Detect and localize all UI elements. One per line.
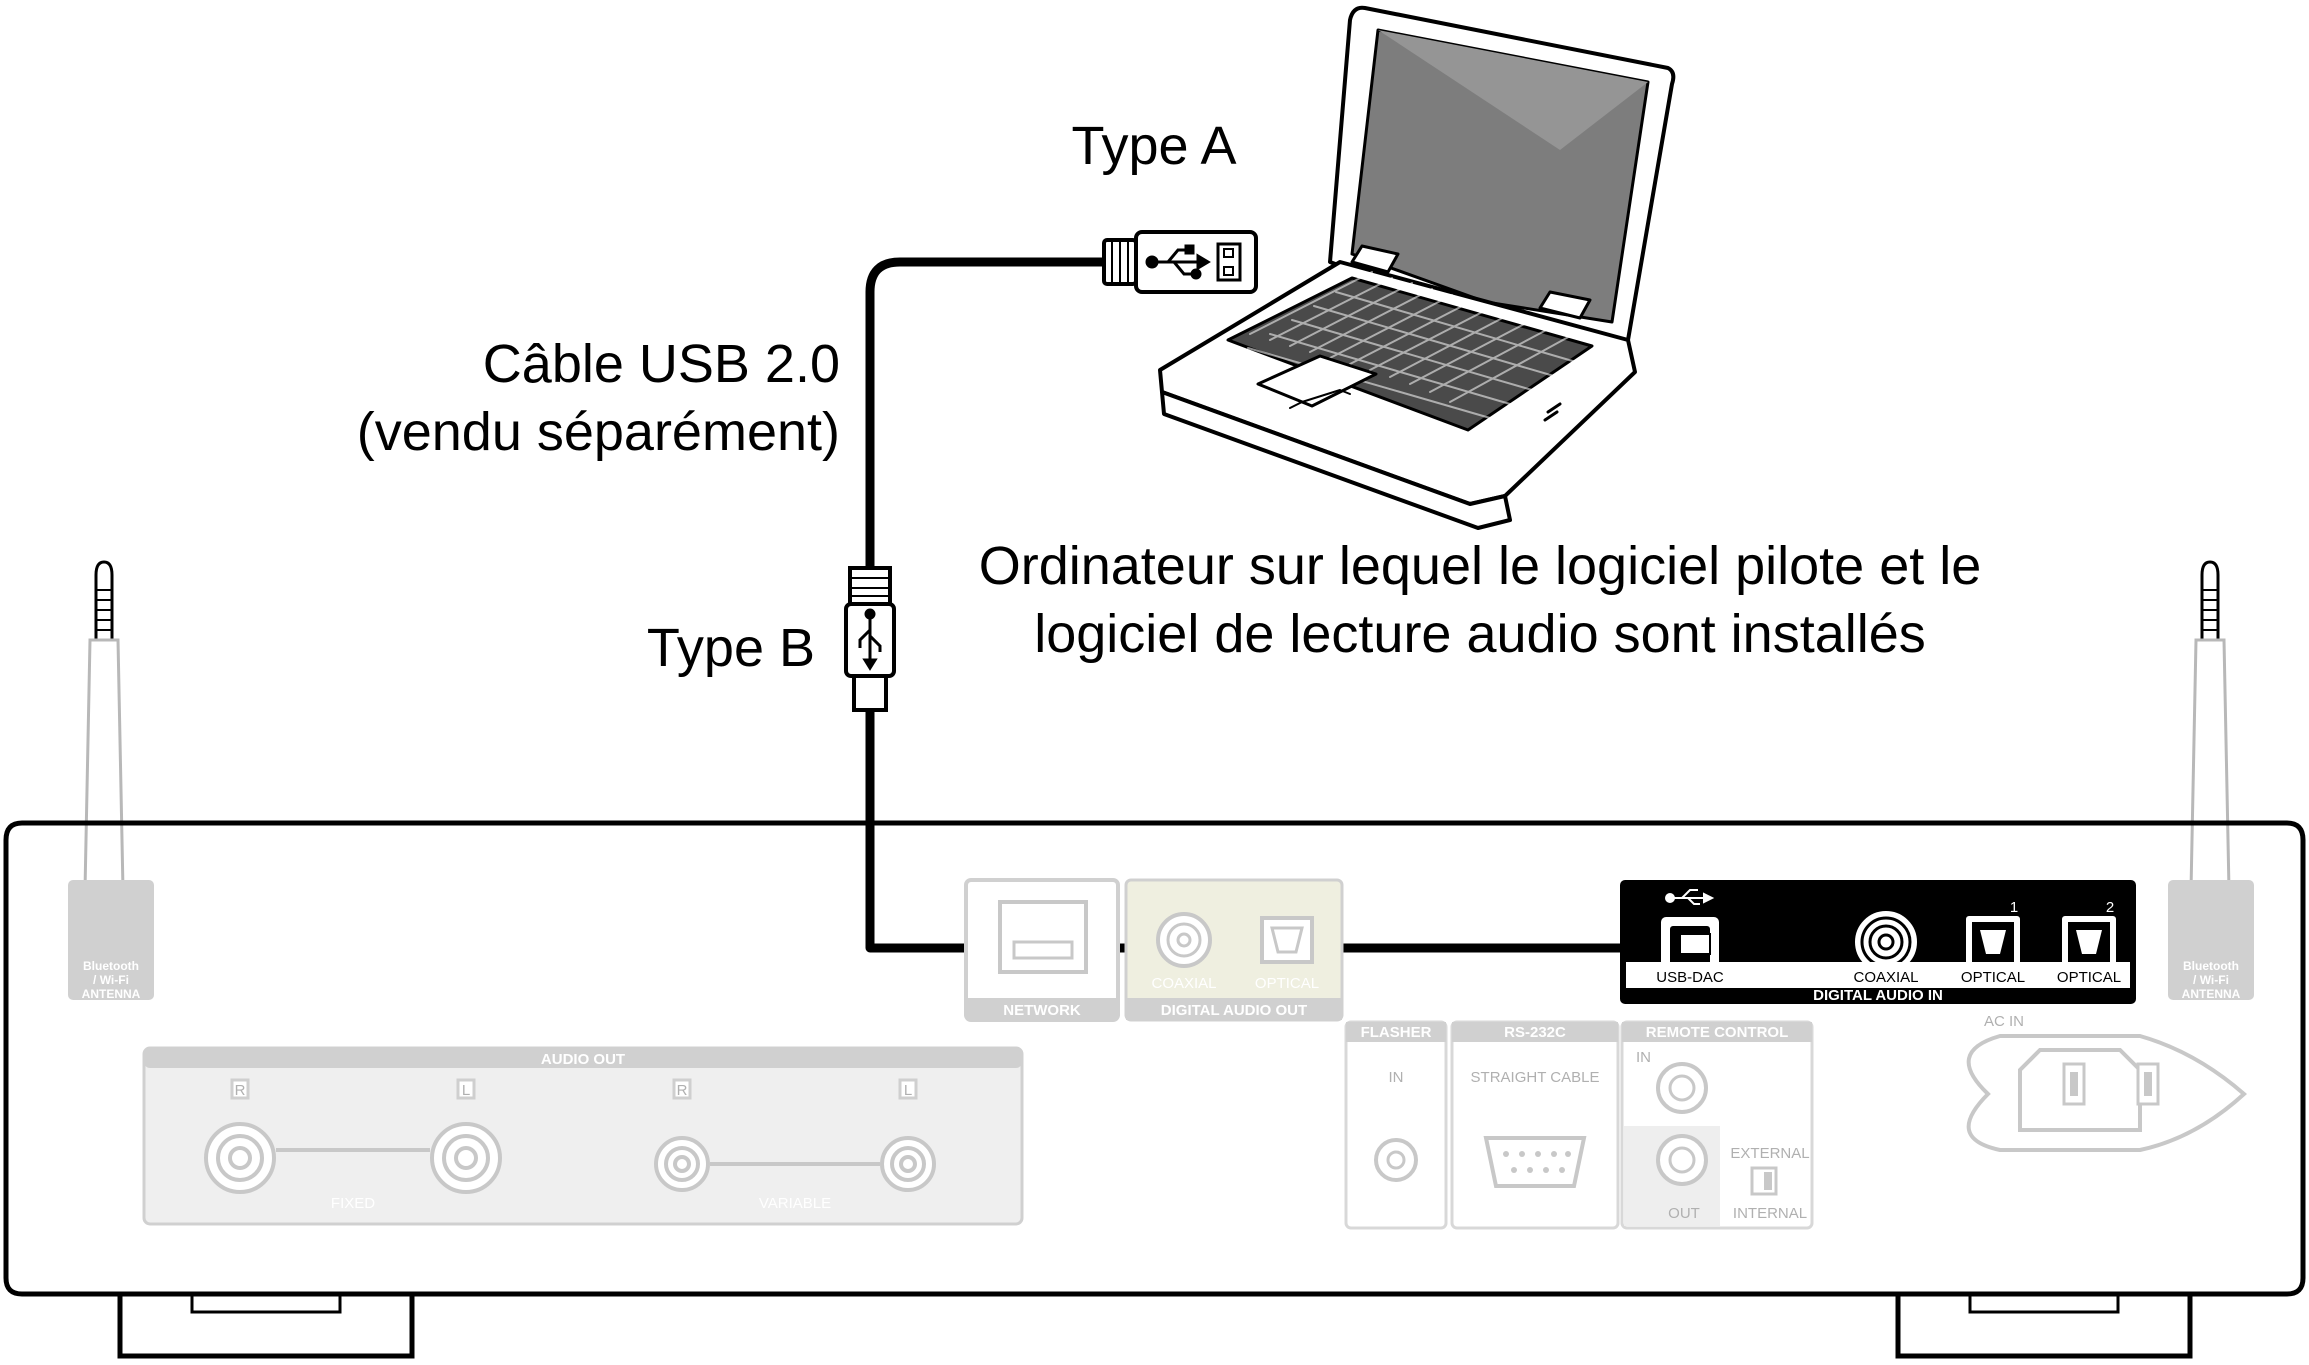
internal-label: INTERNAL <box>1733 1205 1807 1222</box>
flasher-in-label: IN <box>1389 1069 1404 1086</box>
cable-label-line2: (vendu séparément) <box>357 402 840 462</box>
flasher-title: FLASHER <box>1361 1024 1432 1041</box>
type-b-label: Type B <box>647 618 815 678</box>
dout-coaxial-label: COAXIAL <box>1151 975 1216 992</box>
antenna-left-label-2: / Wi-Fi <box>93 973 129 987</box>
fixed-label: FIXED <box>331 1195 375 1212</box>
din-num-2: 2 <box>2106 899 2114 916</box>
din-optical1-label: OPTICAL <box>1961 969 2025 986</box>
cable-label-line1: Câble USB 2.0 <box>483 334 840 394</box>
usb-type-b-plug <box>844 566 896 712</box>
computer-caption-line2: logiciel de lecture audio sont installés <box>1034 604 1926 664</box>
ac-in-label: AC IN <box>1984 1013 2024 1030</box>
laptop-computer <box>1158 5 1676 530</box>
rs232c-title: RS-232C <box>1504 1024 1566 1041</box>
rc-in-label: IN <box>1636 1049 1651 1066</box>
variable-r-label: R <box>677 1082 688 1099</box>
computer-caption-line1: Ordinateur sur lequel le logiciel pilote… <box>979 536 1982 596</box>
usb-cable <box>865 257 1688 953</box>
antenna-right-label-3: ANTENNA <box>2182 987 2241 1001</box>
audio-out-section: AUDIO OUT R L R L FIXED VARIABLE <box>142 1046 1024 1226</box>
usb-symbol-icon <box>858 608 882 671</box>
antenna-right: Bluetooth / Wi-Fi ANTENNA <box>2168 560 2254 1001</box>
device-foot-right <box>1895 1291 2193 1359</box>
fixed-r-label: R <box>235 1082 246 1099</box>
rc-out-label: OUT <box>1668 1205 1700 1222</box>
usb-symbol-icon <box>1145 244 1211 280</box>
remote-control-title: REMOTE CONTROL <box>1646 1024 1789 1041</box>
rs232c-section: RS-232C STRAIGHT CABLE <box>1450 1020 1620 1230</box>
din-optical2-label: OPTICAL <box>2057 969 2121 986</box>
antenna-right-label-2: / Wi-Fi <box>2193 973 2229 987</box>
digital-audio-in-section: 1 2 USB-DAC COAXIAL OPTICAL OPTICAL DIGI… <box>1620 880 2136 1004</box>
audio-out-title: AUDIO OUT <box>541 1051 625 1068</box>
usb-type-a-plug <box>1102 230 1258 294</box>
digital-audio-out-section: COAXIAL OPTICAL DIGITAL AUDIO OUT <box>1124 878 1344 1022</box>
external-label: EXTERNAL <box>1730 1145 1809 1162</box>
ac-in-section: AC IN <box>1966 1013 2247 1152</box>
dout-optical-label: OPTICAL <box>1255 975 1319 992</box>
straight-cable-label: STRAIGHT CABLE <box>1471 1069 1600 1086</box>
din-num-1: 1 <box>2010 899 2018 916</box>
remote-control-section: REMOTE CONTROL IN OUT EXTERNAL INTERNAL <box>1620 1020 1814 1230</box>
type-a-label: Type A <box>1071 116 1236 176</box>
din-optical2-port <box>2062 916 2116 970</box>
din-usb-label: USB-DAC <box>1656 969 1724 986</box>
variable-label: VARIABLE <box>759 1195 831 1212</box>
variable-l-label: L <box>904 1082 912 1099</box>
fixed-l-label: L <box>462 1082 470 1099</box>
network-label: NETWORK <box>1003 1002 1081 1019</box>
din-coaxial-label: COAXIAL <box>1853 969 1918 986</box>
din-title: DIGITAL AUDIO IN <box>1813 987 1943 1004</box>
device-chassis <box>3 820 2306 1297</box>
network-port-section: NETWORK <box>964 878 1120 1022</box>
antenna-left-label-3: ANTENNA <box>82 987 141 1001</box>
antenna-left: Bluetooth / Wi-Fi ANTENNA <box>68 560 154 1001</box>
device-foot-left <box>117 1291 415 1359</box>
antenna-left-label-1: Bluetooth <box>83 959 139 973</box>
usb-dac-symbol-icon <box>1665 889 1715 905</box>
flasher-section: FLASHER IN <box>1344 1020 1448 1230</box>
din-optical1-port <box>1966 916 2020 970</box>
antenna-right-label-1: Bluetooth <box>2183 959 2239 973</box>
dout-title: DIGITAL AUDIO OUT <box>1161 1002 1307 1019</box>
